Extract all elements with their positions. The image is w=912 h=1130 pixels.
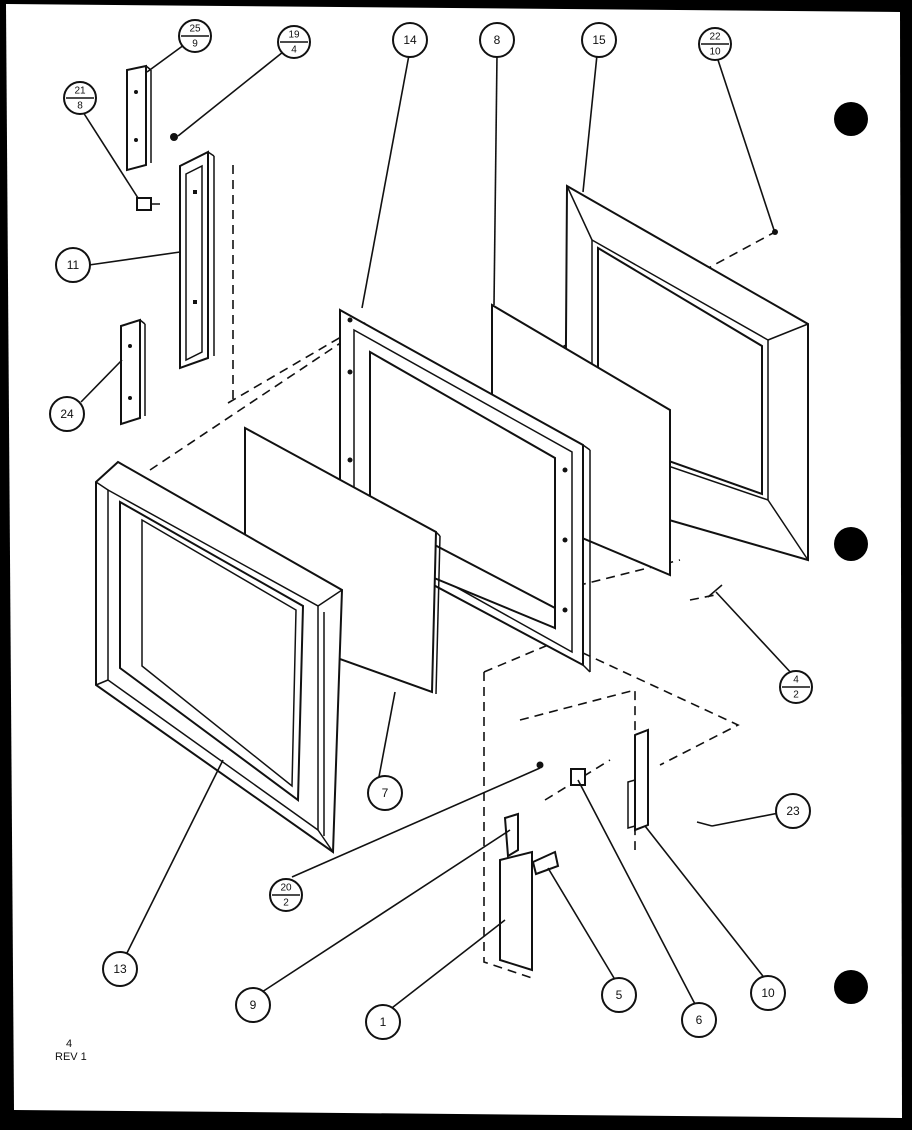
part-10-latch-bracket bbox=[627, 728, 649, 832]
leader-lines bbox=[80, 41, 794, 1012]
svg-text:REV 1: REV 1 bbox=[55, 1051, 87, 1063]
part-11-hinge-channel bbox=[179, 150, 215, 370]
fraction-callout-25-9: 25 9 bbox=[178, 19, 212, 53]
svg-text:23: 23 bbox=[786, 804, 800, 818]
callout-24: 24 bbox=[49, 396, 85, 432]
svg-text:25: 25 bbox=[189, 24, 201, 35]
svg-text:13: 13 bbox=[113, 962, 127, 976]
fraction-callout-22-10: 22 10 bbox=[698, 27, 732, 61]
screw-23 bbox=[696, 821, 713, 827]
callout-23: 23 bbox=[775, 793, 811, 829]
svg-text:1: 1 bbox=[380, 1015, 387, 1029]
part-24-lower-bracket bbox=[120, 318, 146, 426]
part-14-inner-frame bbox=[317, 308, 591, 673]
svg-text:11: 11 bbox=[67, 258, 80, 272]
callout-7: 7 bbox=[367, 775, 403, 811]
part-5-latch-spring bbox=[531, 850, 560, 876]
svg-text:4: 4 bbox=[66, 1038, 72, 1050]
svg-text:21: 21 bbox=[74, 86, 86, 97]
fraction-callout-21-8: 21 8 bbox=[63, 81, 97, 115]
callout-9: 9 bbox=[235, 987, 271, 1023]
svg-text:4: 4 bbox=[793, 675, 799, 686]
svg-text:10: 10 bbox=[761, 986, 775, 1000]
punch-hole-middle bbox=[834, 527, 868, 561]
screw-21-8 bbox=[136, 197, 160, 211]
callout-11: 11 bbox=[55, 247, 91, 283]
callout-10: 10 bbox=[750, 975, 786, 1011]
fraction-callout-4-2: 4 2 bbox=[779, 670, 813, 704]
svg-text:8: 8 bbox=[494, 33, 501, 47]
svg-text:24: 24 bbox=[60, 407, 74, 421]
svg-text:5: 5 bbox=[616, 988, 623, 1002]
part-6-latch-clip bbox=[570, 768, 586, 786]
callout-13: 13 bbox=[102, 951, 138, 987]
part-13-front-door bbox=[95, 460, 344, 854]
screw-4-2 bbox=[707, 584, 723, 598]
screw-19-4 bbox=[170, 133, 178, 141]
svg-text:2: 2 bbox=[283, 898, 289, 909]
revision-note: 4 REV 1 bbox=[55, 1038, 87, 1063]
screw-20-2 bbox=[536, 761, 544, 769]
svg-text:8: 8 bbox=[77, 101, 83, 112]
svg-text:2: 2 bbox=[793, 690, 799, 701]
svg-text:9: 9 bbox=[192, 39, 198, 50]
part-9-hook bbox=[503, 812, 519, 858]
callout-5: 5 bbox=[601, 977, 637, 1013]
callout-15: 15 bbox=[581, 22, 617, 58]
callout-6: 6 bbox=[681, 1002, 717, 1038]
fraction-callout-20-2: 20 2 bbox=[269, 878, 303, 912]
fraction-callout-19-4: 19 4 bbox=[277, 25, 311, 59]
punch-hole-top bbox=[834, 102, 868, 136]
callout-8: 8 bbox=[479, 22, 515, 58]
callout-14: 14 bbox=[392, 22, 428, 58]
part-1-latch-plate bbox=[499, 850, 533, 972]
punch-hole-bottom bbox=[834, 970, 868, 1004]
svg-text:20: 20 bbox=[280, 883, 292, 894]
svg-text:22: 22 bbox=[709, 32, 721, 43]
svg-text:14: 14 bbox=[403, 33, 417, 47]
svg-text:9: 9 bbox=[250, 998, 257, 1012]
svg-text:7: 7 bbox=[382, 786, 389, 800]
callout-1: 1 bbox=[365, 1004, 401, 1040]
svg-text:10: 10 bbox=[709, 47, 721, 58]
svg-text:19: 19 bbox=[288, 30, 300, 41]
svg-text:15: 15 bbox=[592, 33, 606, 47]
svg-text:6: 6 bbox=[696, 1013, 703, 1027]
svg-text:4: 4 bbox=[291, 45, 297, 56]
